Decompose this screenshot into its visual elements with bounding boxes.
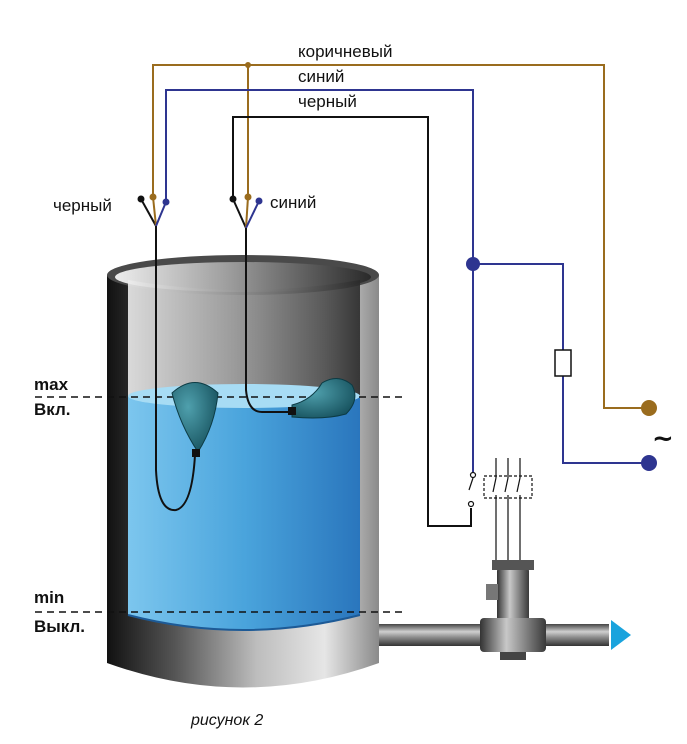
relay-coil bbox=[554, 349, 572, 377]
water-body bbox=[128, 396, 360, 630]
contactor bbox=[467, 458, 533, 560]
pump-terminal-box bbox=[486, 584, 498, 600]
right-switch-lead-brown bbox=[245, 196, 249, 229]
left-switch-brown-terminal bbox=[149, 193, 157, 201]
brown-wire bbox=[152, 64, 645, 409]
off-level-label: Выкл. bbox=[34, 617, 85, 636]
left-switch-lead-blue bbox=[155, 201, 167, 227]
black-wire-label: черный bbox=[298, 92, 357, 111]
pump-housing bbox=[480, 618, 546, 652]
water bbox=[127, 384, 361, 631]
left-switch-blue-terminal bbox=[162, 198, 170, 206]
pump bbox=[480, 560, 546, 660]
right-float bbox=[288, 378, 356, 419]
blue-wire-label: синий bbox=[298, 67, 344, 86]
right-switch-black-terminal bbox=[229, 195, 237, 203]
blue-supply-terminal bbox=[641, 455, 657, 471]
ac-supply-symbol: ~ bbox=[652, 424, 674, 454]
flow-direction-arrow bbox=[611, 620, 631, 650]
right-switch-label: синий bbox=[270, 193, 316, 212]
right-switch-lead-black bbox=[232, 198, 247, 229]
water-bottom-edge bbox=[127, 614, 361, 631]
figure-caption: рисунок 2 bbox=[190, 712, 263, 729]
on-level-label: Вкл. bbox=[34, 400, 71, 419]
pump-motor bbox=[497, 568, 529, 628]
right-float-cable bbox=[245, 228, 292, 413]
right-switch-brown-terminal bbox=[244, 193, 252, 201]
left-float bbox=[171, 382, 219, 457]
right-switch-blue-terminal bbox=[255, 197, 263, 205]
left-switch-lead-brown bbox=[152, 196, 157, 227]
left-switch-label: черный bbox=[53, 196, 112, 215]
left-float-cable bbox=[155, 226, 196, 512]
blue-junction-node bbox=[466, 257, 480, 271]
max-level-label: max bbox=[34, 375, 69, 394]
brown-supply-terminal bbox=[641, 400, 657, 416]
brown-wire-junction bbox=[245, 62, 251, 68]
blue-wire bbox=[165, 89, 474, 462]
black-wire bbox=[232, 116, 472, 527]
min-level-label: min bbox=[34, 588, 64, 607]
left-switch-lead-black bbox=[140, 198, 157, 227]
brown-wire-label: коричневый bbox=[298, 42, 392, 61]
left-switch-black-terminal bbox=[137, 195, 145, 203]
pump-cap bbox=[492, 560, 534, 570]
tank-inner-opening bbox=[115, 262, 371, 292]
right-switch-lead-blue bbox=[245, 200, 260, 229]
pump-base bbox=[500, 652, 526, 660]
